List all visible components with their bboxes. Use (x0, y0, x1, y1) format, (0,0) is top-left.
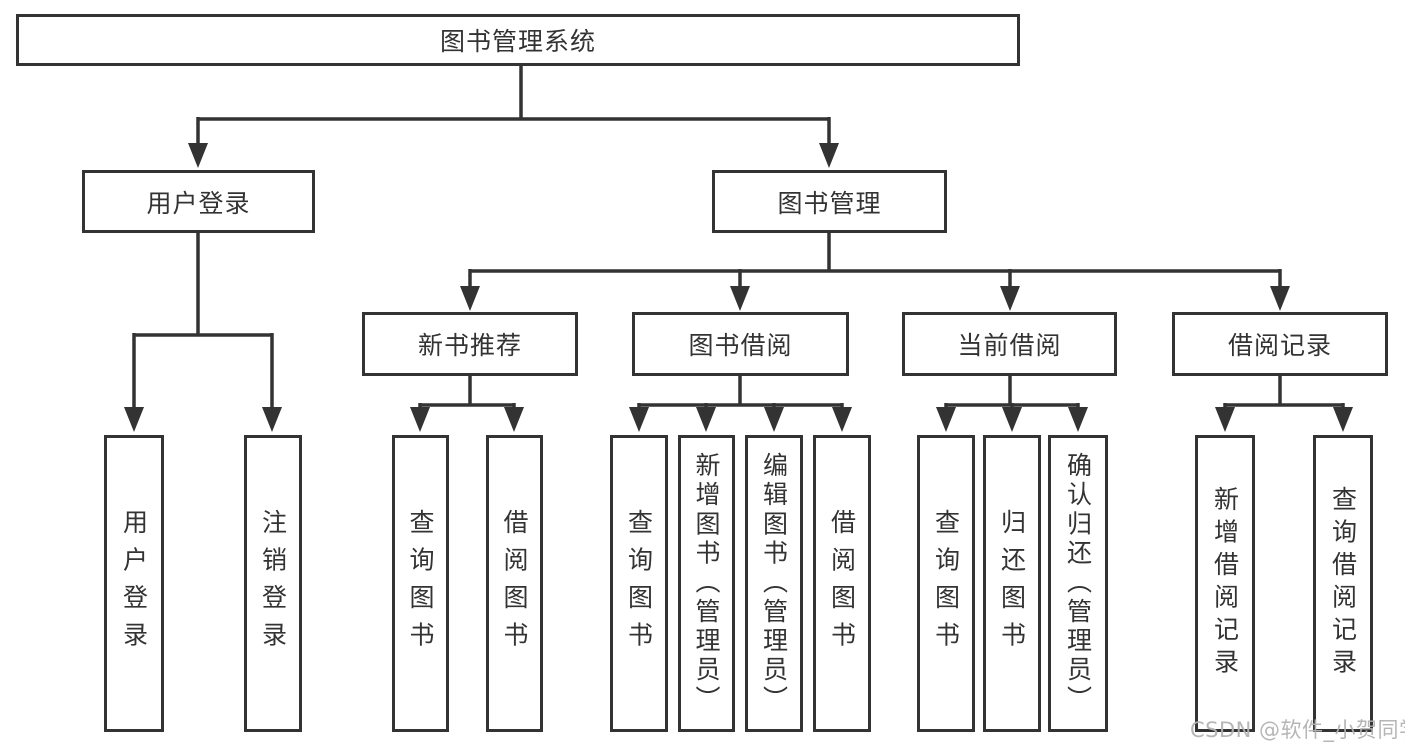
node-borrow-records: 借阅记录 (1172, 312, 1388, 376)
node-new-book-recommend: 新书推荐 (362, 312, 578, 376)
node-book-borrow: 图书借阅 (632, 312, 849, 376)
node-library-system: 图书管理系统 (16, 14, 1020, 66)
leaf-add-borrow-record: 新增借阅记录 (1195, 435, 1255, 732)
node-current-borrow: 当前借阅 (902, 312, 1117, 376)
node-book-borrow-label: 图书借阅 (688, 331, 793, 360)
leaf-edit-book-admin: 编辑图书（管理员） (745, 435, 803, 732)
leaf-current-query-books: 查询图书 (917, 435, 975, 732)
node-library-system-label: 图书管理系统 (439, 27, 596, 56)
leaf-user-login: 用户登录 (104, 435, 164, 732)
leaf-logout: 注销登录 (244, 435, 302, 732)
node-current-borrow-label: 当前借阅 (957, 331, 1062, 360)
leaf-recommend-borrow-books: 借阅图书 (486, 435, 543, 732)
leaf-add-book-admin: 新增图书（管理员） (678, 435, 735, 732)
node-book-management: 图书管理 (712, 170, 947, 233)
leaf-borrow-query-books: 查询图书 (610, 435, 668, 732)
node-new-book-recommend-label: 新书推荐 (417, 331, 522, 360)
node-book-management-label: 图书管理 (777, 188, 882, 218)
node-user-login: 用户登录 (82, 170, 315, 233)
leaf-query-borrow-record: 查询借阅记录 (1313, 435, 1373, 732)
leaf-borrow-books: 借阅图书 (813, 435, 871, 732)
arrowhead-icons (124, 143, 1353, 432)
csdn-watermark: CSDN @软件_小贺同学 (1190, 718, 1405, 742)
leaf-confirm-return-admin: 确认归还（管理员） (1048, 435, 1108, 732)
leaf-recommend-query-books: 查询图书 (392, 435, 449, 732)
node-user-login-label: 用户登录 (146, 188, 251, 218)
node-borrow-records-label: 借阅记录 (1227, 331, 1332, 360)
leaf-return-book: 归还图书 (983, 435, 1041, 732)
